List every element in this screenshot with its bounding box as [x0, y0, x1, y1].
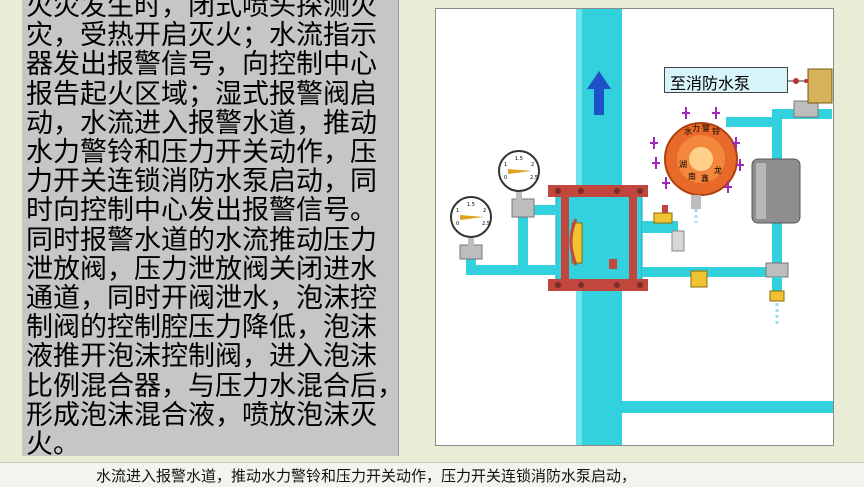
pressure-gauge-lower: 1.5 1 2 0 2.5 — [450, 196, 492, 247]
bell-char: 龙 — [714, 165, 722, 175]
bottom-branch-pipe — [622, 401, 833, 413]
bell-char: 力 — [692, 123, 700, 133]
subtitle-bar: 水流进入报警水道，推动水力警铃和压力开关动作，压力开关连锁消防水泵启动， — [0, 462, 864, 487]
valve-top-flange — [548, 185, 648, 197]
valve-bottom-flange — [548, 279, 648, 291]
gauge-tick: 0 — [504, 175, 507, 181]
gauge-tick: 1.5 — [467, 202, 475, 208]
left-bypass-pipe — [518, 205, 558, 215]
valve-diagram: 1.5 1 2 0 2.5 1.5 1 2 0 2.5 — [435, 8, 834, 446]
gauge-tick: 2 — [531, 162, 534, 168]
pump-label: 至消防水泵 — [670, 74, 751, 93]
explanation-panel: 火灾发生时，闭式喷头探测火 灾，受热开启灭火；水流指示 器发出报警信号，向控制中… — [22, 0, 399, 456]
gauge-tick: 2 — [483, 208, 486, 214]
gauge-tick: 1.5 — [515, 156, 523, 162]
bell-char: 湖 — [679, 160, 687, 169]
flow-arrow-icon — [587, 71, 611, 115]
diagram-canvas: 1.5 1 2 0 2.5 1.5 1 2 0 2.5 — [450, 9, 833, 445]
pressure-switch — [807, 68, 833, 104]
explanation-text: 火灾发生时，闭式喷头探测火 灾，受热开启灭火；水流指示 器发出报警信号，向控制中… — [26, 0, 399, 456]
bell-char: 水 — [684, 126, 692, 136]
bell-char: 铃 — [712, 126, 720, 136]
alarm-line-pipe — [642, 267, 782, 277]
gauge-tick: 2.5 — [482, 221, 490, 227]
pressure-gauge-upper: 1.5 1 2 0 2.5 — [498, 150, 540, 201]
subtitle-text: 水流进入报警水道，推动水力警铃和压力开关动作，压力开关连锁消防水泵启动， — [96, 467, 637, 485]
gauge-tick: 0 — [456, 221, 459, 227]
gauge-tick: 1 — [504, 162, 507, 168]
water-motor-gong: 水 力 警 铃 湖 南 鑫 龙 — [650, 107, 772, 223]
gauge-tick: 2.5 — [530, 175, 538, 181]
bell-char: 警 — [702, 123, 710, 133]
gauge-tick: 1 — [456, 208, 459, 214]
pump-label-box: 至消防水泵 — [664, 67, 788, 93]
bell-char: 鑫 — [701, 173, 709, 183]
bell-char: 南 — [688, 171, 696, 181]
